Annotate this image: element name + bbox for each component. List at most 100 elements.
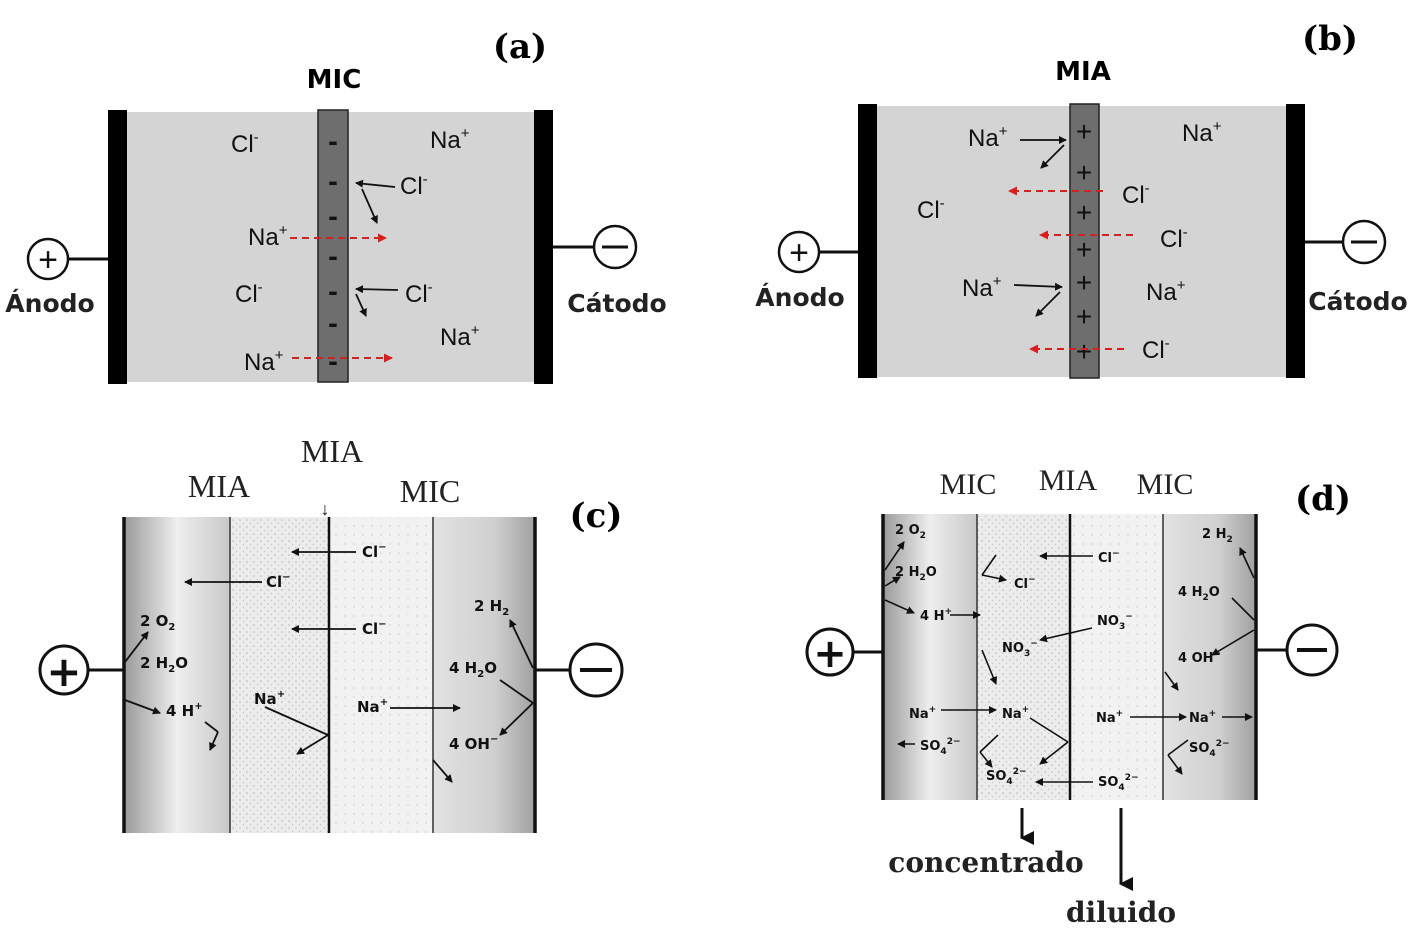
panel-a-anode-label: Ánodo <box>5 289 94 318</box>
panel-d: (d) MIC MIA MIC 2 O2 2 H2O 4 H+ Cl− Cl− … <box>805 464 1351 929</box>
panel-b-ion-cl: Cl- <box>1142 335 1170 364</box>
panel-a-membrane-signs: - - - - - - - <box>328 128 338 376</box>
panel-b-anode-label: Ánodo <box>755 283 844 312</box>
panel-d-ion-so4: SO42− <box>1189 739 1230 759</box>
panel-b-ion-cl: Cl- <box>917 195 945 224</box>
svg-text:+: + <box>38 241 58 279</box>
svg-text:-: - <box>328 348 338 376</box>
panel-d-h2o: 2 H2O <box>895 565 937 583</box>
svg-text:-: - <box>328 310 338 338</box>
panel-a-ion-na: Na+ <box>248 222 288 251</box>
panel-a-ion-na: Na+ <box>430 125 470 154</box>
panel-a-cathode-electrode <box>534 110 553 384</box>
panel-b-ion-na: Na+ <box>962 273 1002 302</box>
panel-d-ion-na: Na+ <box>1002 705 1029 722</box>
svg-text:+: + <box>1076 157 1092 188</box>
panel-c-ion-cl: Cl− <box>266 572 291 591</box>
panel-c-mia-top-title: MIA <box>301 433 363 469</box>
svg-text:+: + <box>1076 301 1092 332</box>
panel-d-h2: 2 H2 <box>1202 527 1233 545</box>
panel-a-cation-membrane <box>317 109 349 383</box>
svg-text:+: + <box>46 647 81 696</box>
svg-text:+: + <box>789 234 809 272</box>
panel-c-ion-cl: Cl− <box>362 542 387 561</box>
panel-d-ion-so4: SO42− <box>986 767 1027 787</box>
panel-c-anode-compartment <box>124 517 230 833</box>
panel-d-mic-right-title: MIC <box>1137 468 1194 501</box>
svg-text:+: + <box>1076 234 1092 265</box>
panel-b-ion-na: Na+ <box>1146 277 1186 306</box>
panel-a: (a) MIC - - - - - - - Cl- Na+ Cl- Na+ Cl… <box>5 27 667 384</box>
panel-a-transport-arrows <box>290 233 393 363</box>
panel-c-mic-title: MIC <box>400 473 460 509</box>
panel-d-plus-terminal <box>805 627 855 677</box>
panel-c-ion-na: Na+ <box>254 689 285 708</box>
panel-d-ion-no3: NO3− <box>1097 612 1133 632</box>
svg-text:-: - <box>328 203 338 231</box>
panel-b-ion-na: Na+ <box>968 123 1008 152</box>
panel-d-ion-no3: NO3− <box>1002 639 1038 659</box>
panel-d-label: (d) <box>1295 479 1351 519</box>
panel-b-anion-membrane <box>1069 103 1100 379</box>
panel-b-membrane-signs: + + + + + + + <box>1076 116 1092 367</box>
panel-c-down-arrow: ↓ <box>321 499 330 519</box>
panel-b-label: (b) <box>1302 19 1358 59</box>
panel-d-ion-arrows <box>884 541 1255 786</box>
panel-a-plus-terminal <box>26 237 70 281</box>
panel-d-o2: 2 O2 <box>895 523 926 541</box>
panel-a-ion-cl: Cl- <box>400 171 428 200</box>
panel-d-concentrado-label: concentrado <box>888 846 1083 879</box>
svg-text:-: - <box>328 168 338 196</box>
panel-b-ion-na: Na+ <box>1182 118 1222 147</box>
panel-d-mic-left-title: MIC <box>940 468 997 501</box>
svg-text:-: - <box>328 278 338 306</box>
panel-a-ion-cl: Cl- <box>405 279 433 308</box>
panel-c-compartment-2 <box>230 517 329 833</box>
panel-d-h2o-cathode: 4 H2O <box>1178 585 1220 603</box>
panel-d-mia-title: MIA <box>1039 464 1098 497</box>
panel-a-ion-cl: Cl- <box>231 129 259 158</box>
panel-d-ion-na: Na+ <box>909 705 936 722</box>
panel-b-transport-arrows <box>1008 186 1133 354</box>
panel-a-rejection-arrows <box>355 179 399 317</box>
panel-d-ion-so4: SO42− <box>920 737 961 757</box>
svg-text:-: - <box>328 243 338 271</box>
panel-c-plus-terminal <box>38 644 90 696</box>
panel-b-ion-cl: Cl- <box>1122 180 1150 209</box>
panel-c-ion-arrows <box>124 548 534 783</box>
svg-text:+: + <box>813 631 847 677</box>
panel-d-ion-cl: Cl− <box>1014 575 1036 592</box>
panel-d-cathode-compartment <box>1163 514 1256 800</box>
panel-d-outflow-arrows <box>1020 808 1133 891</box>
panel-b-membrane-title: MIA <box>1055 57 1111 87</box>
panel-d-ion-cl: Cl− <box>1098 549 1120 566</box>
panel-c-ion-na: Na+ <box>357 697 388 716</box>
svg-text:+: + <box>1076 197 1092 228</box>
panel-d-ion-na: Na+ <box>1189 709 1216 726</box>
panel-c: (c) MIA ↓ MIA MIC Cl− Cl− Cl− 2 O2 2 H2O… <box>38 433 624 833</box>
panel-c-h-ion: 4 H+ <box>166 701 203 720</box>
panel-c-h2o: 2 H2O <box>140 654 188 675</box>
panel-a-label: (a) <box>493 27 547 67</box>
panel-c-oh: 4 OH− <box>449 734 498 753</box>
panel-c-h2o-cathode: 4 H2O <box>449 659 497 680</box>
panel-b-ion-cl: Cl- <box>1160 224 1188 253</box>
panel-d-ion-so4: SO42− <box>1098 773 1139 793</box>
panel-b: (b) MIA + + + + + + + Na+ Na+ Cl- Cl- Cl… <box>755 19 1408 379</box>
panel-a-cathode-label: Cátodo <box>567 289 666 318</box>
panel-c-mia-title: MIA <box>188 468 250 504</box>
panel-c-h2: 2 H2 <box>474 597 509 618</box>
panel-a-membrane-title: MIC <box>307 65 362 95</box>
panel-a-ion-cl: Cl- <box>235 279 263 308</box>
panel-b-anode-electrode <box>858 104 877 378</box>
panel-c-o2: 2 O2 <box>140 612 175 633</box>
panel-b-plus-terminal <box>777 230 821 274</box>
panel-a-ion-na: Na+ <box>244 347 284 376</box>
svg-text:+: + <box>1076 267 1092 298</box>
panel-d-dilute-compartment <box>1070 514 1163 800</box>
panel-d-anode-compartment <box>883 514 977 800</box>
svg-text:+: + <box>1076 336 1092 367</box>
panel-b-cathode-electrode <box>1286 104 1305 378</box>
panel-c-compartment-3 <box>329 517 433 833</box>
